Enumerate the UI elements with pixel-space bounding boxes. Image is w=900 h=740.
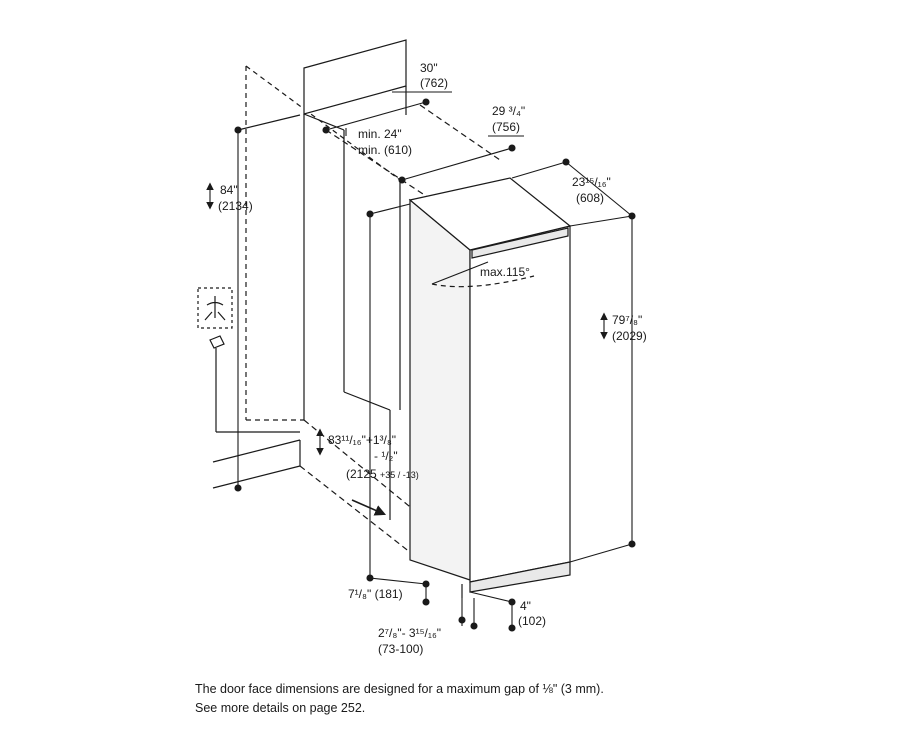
- niche-height-inch-label: 84": [220, 183, 238, 197]
- depth-inch-label: 29 ³/₄": [492, 104, 525, 118]
- door-height-mm-label: (2125: [346, 467, 377, 481]
- door-angle-label: max.115°: [480, 265, 530, 279]
- appliance-body: [408, 177, 572, 598]
- min-depth-mm-label: min. (610): [358, 143, 412, 157]
- appliance-height-inch-label: 79⁷/₈": [612, 313, 642, 327]
- toe-kick-mm-label: (73-100): [378, 642, 423, 656]
- faucet-icon: [209, 335, 300, 433]
- door-height-inch-label: 83¹¹/₁₆"+1³/₈": [328, 433, 396, 447]
- dimension-lines: [206, 91, 636, 632]
- dimension-labels: 30" (762) min. 24" min. (610) 29 ³/₄" (7…: [218, 61, 647, 656]
- plinth-height-label: 7¹/₈" (181): [348, 587, 403, 601]
- footnote-page-reference: See more details on page 252.: [195, 701, 366, 715]
- foot-mm-label: (102): [518, 614, 546, 628]
- niche-height-mm-label: (2134): [218, 199, 253, 213]
- width-inch-label: 30": [420, 61, 438, 75]
- door-height-tolerance-mm-label: +35 / -13): [380, 470, 419, 480]
- depth-mm-label: (756): [492, 120, 520, 134]
- body-depth-inch-label: 23¹⁵/₁₆": [572, 175, 611, 189]
- foot-inch-label: 4": [520, 599, 531, 613]
- body-depth-mm-label: (608): [576, 191, 604, 205]
- water-connection-icon: [197, 287, 233, 329]
- width-mm-label: (762): [420, 76, 448, 90]
- min-depth-inch-label: min. 24": [358, 127, 402, 141]
- toe-kick-inch-label: 2⁷/₈"- 3¹⁵/₁₆": [378, 626, 441, 640]
- appliance-height-mm-label: (2029): [612, 329, 647, 343]
- footnote-gap: The door face dimensions are designed fo…: [195, 682, 604, 696]
- niche-cabinet: [212, 39, 501, 561]
- door-height-tolerance-inch-label: - ¹/₂": [374, 449, 398, 463]
